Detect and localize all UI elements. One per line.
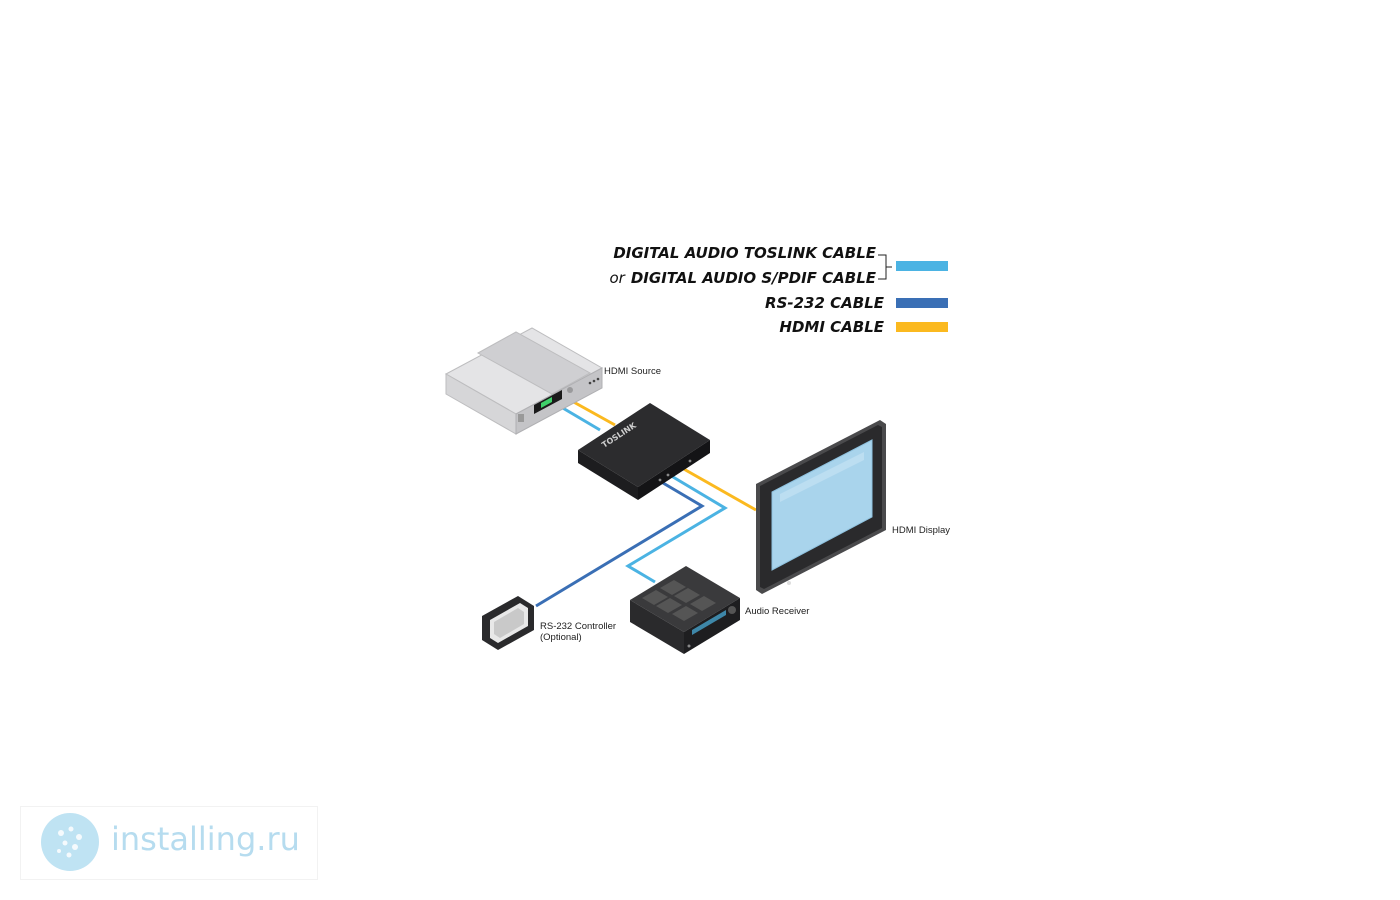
legend-spdif-row: or DIGITAL AUDIO S/PDIF CABLE (610, 269, 877, 287)
rs232-controller-label: RS-232 Controller (Optional) (540, 621, 616, 643)
rs232-cable-extractor-to-controller (535, 478, 705, 608)
hdmi-display-label: HDMI Display (892, 525, 951, 536)
watermark-logo-icon (41, 813, 99, 871)
audio-receiver-label: Audio Receiver (745, 606, 810, 617)
watermark-text: installing.ru (111, 820, 300, 858)
audio-cable-extractor-to-receiver (625, 472, 728, 584)
legend-or-prefix: or (609, 269, 625, 287)
hdmi-cable-extractor-to-display (681, 466, 757, 512)
legend-hdmi-swatch (896, 322, 948, 332)
rs232-controller-label-line2: (Optional) (540, 632, 582, 643)
audio-extractor-device: TOSLINK (578, 403, 710, 500)
legend-hdmi-label: HDMI CABLE (779, 318, 884, 336)
legend-bracket (878, 254, 892, 280)
rs232-controller-label-line1: RS-232 Controller (540, 621, 617, 632)
hdmi-cable-source-to-extractor (569, 398, 616, 427)
rs232-controller-device (482, 596, 534, 650)
hdmi-source-label: HDMI Source (604, 366, 662, 377)
watermark: installing.ru (20, 806, 318, 880)
hdmi-source-device (444, 327, 604, 435)
legend-rs232-label: RS-232 CABLE (765, 294, 884, 312)
cables (535, 398, 757, 608)
legend-rs232-swatch (896, 298, 948, 308)
audio-receiver-device (630, 566, 740, 654)
legend-spdif-label: DIGITAL AUDIO S/PDIF CABLE (630, 269, 876, 287)
hdmi-display-device (756, 420, 886, 594)
legend-audio-swatch (896, 261, 948, 271)
legend-toslink-label: DIGITAL AUDIO TOSLINK CABLE (613, 244, 876, 262)
display-screen (771, 439, 873, 571)
